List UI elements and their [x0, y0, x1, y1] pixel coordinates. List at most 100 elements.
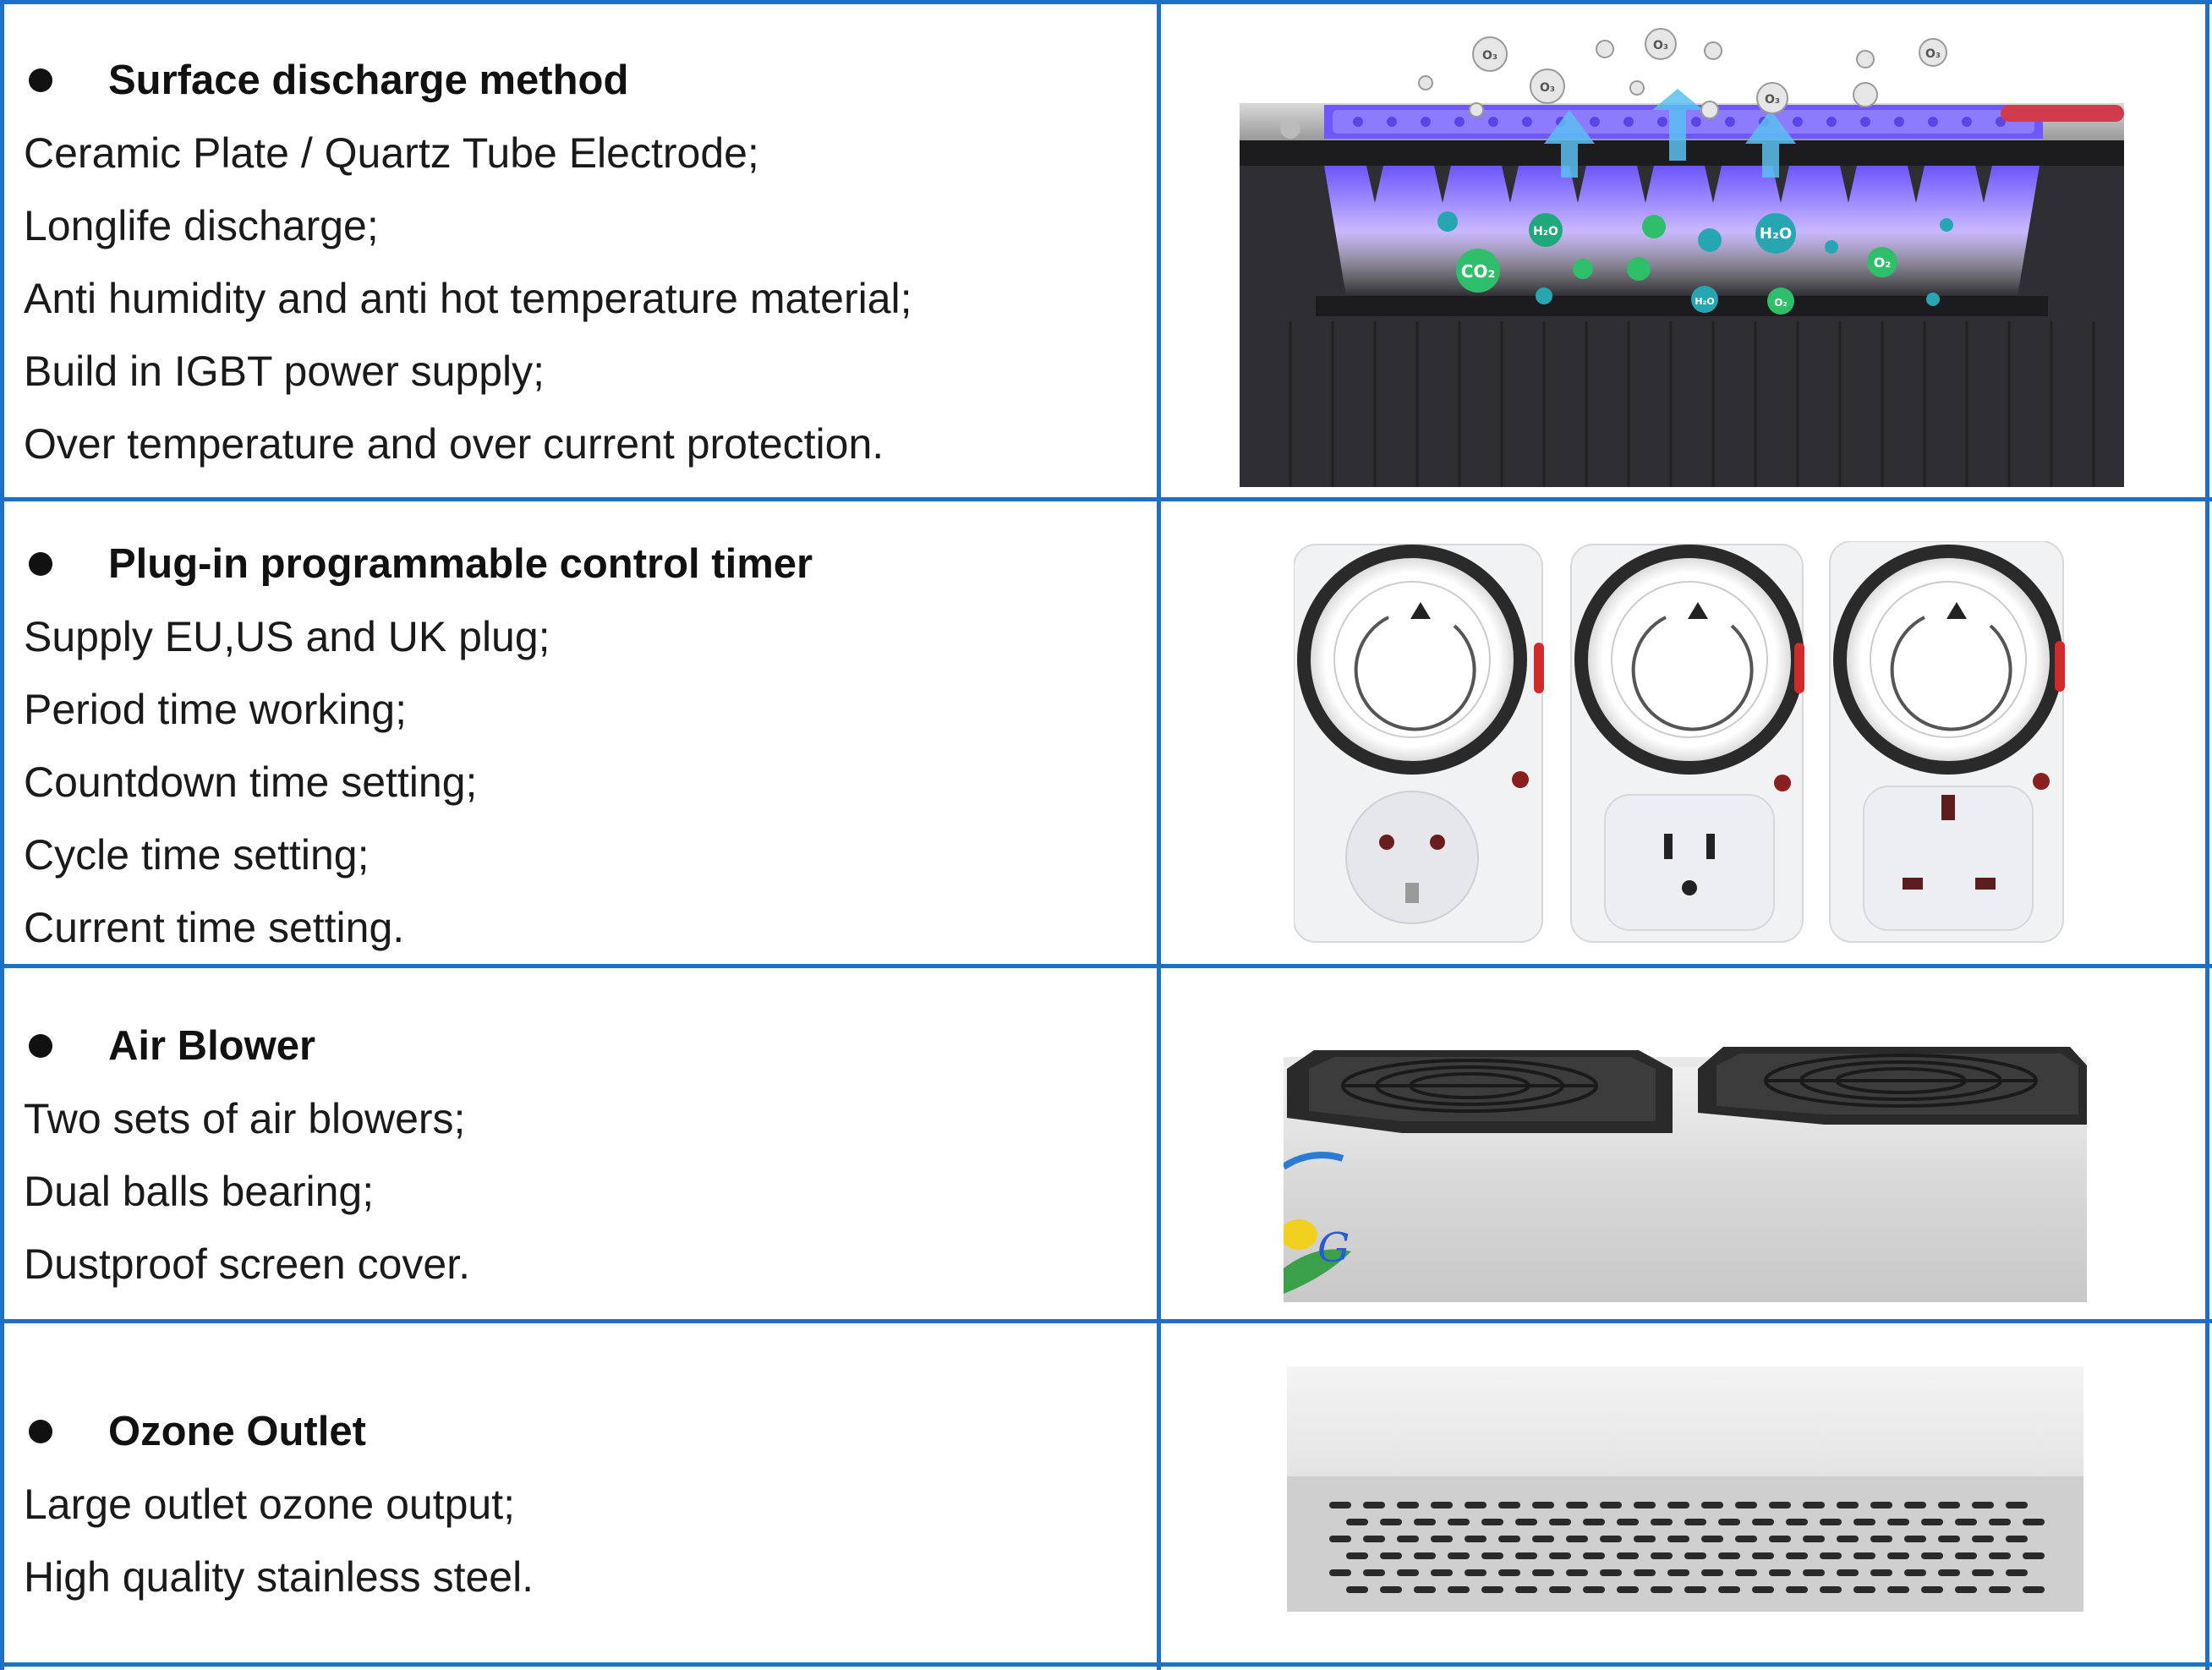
heading-text: Plug-in programmable control timer [108, 541, 813, 587]
ozone-label: O₃ [1653, 39, 1668, 52]
feature-line: Countdown time setting; [24, 758, 478, 806]
vent-slot [1465, 1569, 1487, 1576]
vent-slot [1972, 1502, 1994, 1508]
vent-slot [1363, 1536, 1385, 1542]
vent-slot [2006, 1502, 2028, 1508]
vent-slot [1837, 1536, 1859, 1542]
vent-slot [1515, 1519, 1537, 1525]
vent-slot [1769, 1536, 1791, 1542]
feature-line: High quality stainless steel. [24, 1553, 534, 1601]
vent-slot [1448, 1519, 1470, 1525]
brand-logo: G [1284, 1152, 1351, 1294]
vent-slot [1363, 1502, 1385, 1508]
fan-right-icon [1698, 1047, 2087, 1125]
vent-slot [1853, 1519, 1875, 1525]
vent-slot [1515, 1552, 1537, 1559]
vent-slot [1735, 1502, 1757, 1508]
section-ozone-outlet: Ozone Outlet Large outlet ozone output; … [24, 1395, 1140, 1613]
vent-slot [1887, 1552, 1909, 1559]
vent-slot [1837, 1502, 1859, 1508]
vent-slot [1448, 1552, 1470, 1559]
vent-slot [1904, 1569, 1926, 1576]
vent-slot [1752, 1586, 1774, 1593]
molecule-label: CO₂ [1461, 261, 1495, 282]
vent-slot [1481, 1552, 1503, 1559]
bullet-icon [29, 552, 52, 576]
vent-slot [1769, 1502, 1791, 1508]
feature-line: Anti humidity and anti hot temperature m… [24, 275, 912, 322]
vent-slot [1651, 1586, 1673, 1593]
vent-slot [1617, 1552, 1639, 1559]
vent-slot [1634, 1502, 1656, 1508]
vent-slot [1397, 1569, 1419, 1576]
us-timer [1570, 544, 1804, 943]
uk-timer [1829, 541, 2065, 943]
vent-slot [1752, 1519, 1774, 1525]
vent-slot [1549, 1552, 1571, 1559]
vent-slot [1532, 1536, 1554, 1542]
vent-slot [1583, 1586, 1605, 1593]
vent-slot [1938, 1502, 1960, 1508]
vent-slot [1786, 1519, 1808, 1525]
vent-slot [1431, 1569, 1453, 1576]
vent-slot [1465, 1536, 1487, 1542]
vent-slot [1786, 1586, 1808, 1593]
molecule-label: H₂O [1760, 225, 1792, 243]
table-border-middle [1157, 0, 1161, 1670]
feature-line: Supply EU,US and UK plug; [24, 613, 550, 660]
feature-line: Build in IGBT power supply; [24, 348, 545, 395]
section-control-timer: Plug-in programmable control timer Suppl… [24, 528, 1140, 964]
vent-slot [1346, 1519, 1368, 1525]
vent-slot [1329, 1536, 1351, 1542]
vent-slot [1431, 1536, 1453, 1542]
heading-text: Air Blower [108, 1023, 316, 1069]
vent-slot [1498, 1569, 1520, 1576]
vent-slot [1820, 1519, 1842, 1525]
vent-slot [1583, 1519, 1605, 1525]
vent-slot [1972, 1536, 1994, 1542]
table-border-bottom [0, 1662, 2212, 1667]
vent-slot [1718, 1552, 1740, 1559]
ozone-label: O₃ [1540, 81, 1555, 95]
vent-slot [1853, 1552, 1875, 1559]
vent-slot [1870, 1569, 1892, 1576]
section-heading: Ozone Outlet [24, 1395, 1140, 1468]
vent-slot [1989, 1552, 2011, 1559]
vent-slot [1718, 1586, 1740, 1593]
ozone-label: O₃ [1765, 93, 1780, 107]
vent-slot [1617, 1519, 1639, 1525]
vent-slot [1532, 1502, 1554, 1508]
molecule-label: H₂O [1533, 225, 1558, 238]
vent-slot [1600, 1502, 1622, 1508]
vent-slot [1549, 1586, 1571, 1593]
vent-slot [2023, 1552, 2045, 1559]
vent-slot [1363, 1569, 1385, 1576]
feature-line: Period time working; [24, 686, 407, 733]
vent-slot [1566, 1502, 1588, 1508]
vent-slot [1684, 1519, 1706, 1525]
vent-slot [1972, 1569, 1994, 1576]
vent-slot [1853, 1586, 1875, 1593]
vent-slot [1431, 1502, 1453, 1508]
vent-slot [1887, 1519, 1909, 1525]
vent-slot [1634, 1536, 1656, 1542]
vent-slot [1803, 1536, 1825, 1542]
vent-slot [1481, 1586, 1503, 1593]
eu-timer [1294, 544, 1544, 943]
table-border-left [0, 0, 4, 1670]
table-border-top [0, 0, 2212, 4]
section-heading: Surface discharge method [24, 44, 1140, 117]
vent-slot [1532, 1569, 1554, 1576]
vent-slot [1989, 1586, 2011, 1593]
table-border-row3 [0, 1319, 2212, 1323]
vent-slot [1684, 1552, 1706, 1559]
vent-slot [1955, 1586, 1977, 1593]
feature-line: Longlife discharge; [24, 202, 379, 249]
vent-slot [1600, 1536, 1622, 1542]
vent-slot [1701, 1569, 1723, 1576]
bullet-icon [29, 68, 52, 92]
section-air-blower: Air Blower Two sets of air blowers; Dual… [24, 1010, 1140, 1300]
vent-slot [1634, 1569, 1656, 1576]
feature-line: Over temperature and over current protec… [24, 420, 884, 468]
vent-slot [1820, 1586, 1842, 1593]
